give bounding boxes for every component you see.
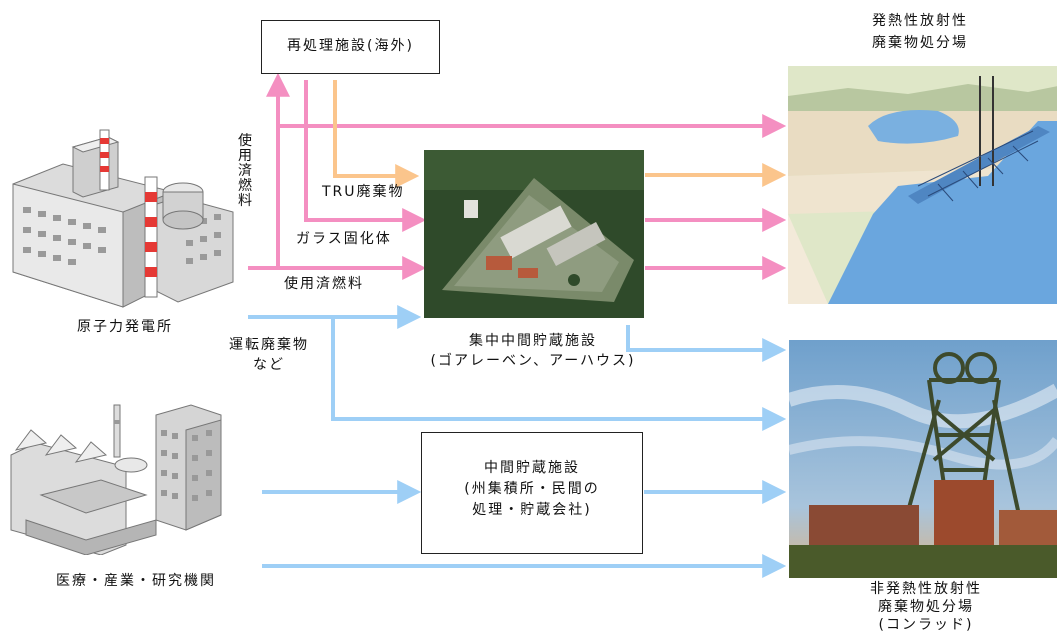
nonhot-repository-photo bbox=[789, 340, 1057, 578]
vitrified-label: ガラス固化体 bbox=[296, 231, 392, 247]
interim-label-line3: 処理・貯蔵会社) bbox=[472, 502, 592, 518]
operational-waste-line1: 運転廃棄物 bbox=[229, 337, 309, 353]
nonhot-repo-title-line3: (コンラッド) bbox=[878, 617, 974, 633]
tru-waste-label: TRU廃棄物 bbox=[322, 184, 405, 200]
medical-facility-icon bbox=[10, 404, 222, 555]
hot-repo-title-line1: 発熱性放射性 bbox=[872, 13, 968, 29]
arrow-tru-to-central-storage bbox=[333, 80, 420, 188]
hot-repository-diagram bbox=[788, 66, 1057, 304]
nonhot-repo-title-line1: 非発熱性放射性 bbox=[870, 581, 982, 597]
central-storage-label-line2: (ゴアレーベン、アーハウス) bbox=[430, 353, 636, 369]
spent-fuel-label: 使用済燃料 bbox=[284, 276, 364, 292]
central-storage-label-line1: 集中中間貯蔵施設 bbox=[469, 333, 597, 349]
interim-storage-box: 中間貯蔵施設 (州集積所・民間の 処理・貯蔵会社) bbox=[421, 432, 643, 554]
hot-repo-title-line2: 廃棄物処分場 bbox=[872, 35, 968, 51]
nuclear-plant-icon bbox=[12, 129, 234, 308]
interim-label-line1: 中間貯蔵施設 bbox=[484, 460, 580, 476]
arrow-vitrified-to-central-storage bbox=[304, 80, 427, 232]
reprocessing-box: 再処理施設(海外) bbox=[261, 20, 440, 74]
central-storage-photo bbox=[424, 150, 644, 318]
arrow-operational-waste-to-nonhot-repository bbox=[331, 317, 787, 431]
arrow-central-storage-to-nonhot-repository bbox=[626, 325, 787, 362]
interim-label-line2: (州集積所・民間の bbox=[464, 481, 600, 497]
spent-fuel-vertical-label: 使用済燃料 bbox=[238, 133, 252, 209]
medical-label: 医療・産業・研究機関 bbox=[56, 573, 216, 589]
operational-waste-line2: など bbox=[253, 357, 285, 373]
nonhot-repo-title-line2: 廃棄物処分場 bbox=[878, 599, 974, 615]
nuclear-plant-label: 原子力発電所 bbox=[77, 319, 173, 335]
reprocessing-label: 再処理施設(海外) bbox=[287, 38, 414, 54]
